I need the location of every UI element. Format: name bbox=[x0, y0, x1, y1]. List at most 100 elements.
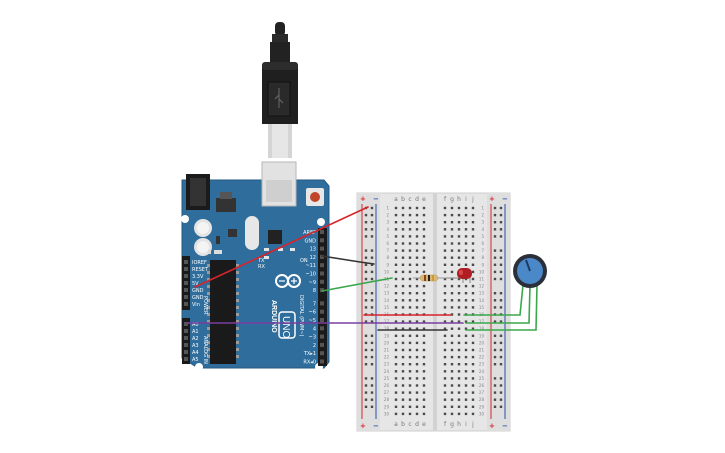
rail-hole[interactable] bbox=[499, 398, 503, 401]
power-pin-hole[interactable] bbox=[184, 288, 188, 292]
breadboard-hole[interactable] bbox=[415, 242, 419, 245]
breadboard-hole[interactable] bbox=[408, 391, 412, 394]
breadboard-hole[interactable] bbox=[464, 249, 468, 252]
breadboard-hole[interactable] bbox=[422, 341, 426, 345]
analog-pin-hole[interactable] bbox=[184, 343, 188, 347]
breadboard-hole[interactable] bbox=[457, 327, 461, 330]
breadboard-hole[interactable] bbox=[401, 398, 405, 401]
breadboard-hole[interactable] bbox=[422, 235, 426, 238]
breadboard-hole[interactable] bbox=[457, 263, 461, 266]
digital-pin-hole[interactable] bbox=[320, 271, 324, 276]
rail-hole[interactable] bbox=[370, 384, 374, 387]
breadboard-hole[interactable] bbox=[394, 206, 398, 210]
breadboard-hole[interactable] bbox=[443, 228, 447, 231]
breadboard-hole[interactable] bbox=[422, 384, 426, 387]
breadboard-hole[interactable] bbox=[408, 341, 412, 345]
breadboard-hole[interactable] bbox=[443, 270, 447, 274]
breadboard-hole[interactable] bbox=[422, 405, 426, 408]
breadboard-hole[interactable] bbox=[401, 242, 405, 245]
breadboard-hole[interactable] bbox=[471, 320, 475, 323]
rail-hole[interactable] bbox=[364, 355, 368, 359]
rail-hole[interactable] bbox=[499, 355, 503, 359]
rail-hole[interactable] bbox=[493, 355, 497, 359]
rail-hole[interactable] bbox=[499, 341, 503, 345]
breadboard-hole[interactable] bbox=[415, 398, 419, 401]
breadboard-hole[interactable] bbox=[457, 405, 461, 408]
breadboard-hole[interactable] bbox=[422, 412, 426, 416]
digital-pin-hole[interactable] bbox=[320, 326, 324, 331]
breadboard-hole[interactable] bbox=[457, 228, 461, 231]
breadboard-hole[interactable] bbox=[401, 299, 405, 302]
breadboard-hole[interactable] bbox=[471, 277, 475, 281]
breadboard-hole[interactable] bbox=[443, 370, 447, 373]
rail-hole[interactable] bbox=[364, 377, 368, 380]
rail-hole[interactable] bbox=[370, 306, 374, 309]
breadboard-hole[interactable] bbox=[401, 348, 405, 352]
rail-hole[interactable] bbox=[370, 363, 374, 366]
breadboard-hole[interactable] bbox=[422, 398, 426, 401]
breadboard-hole[interactable] bbox=[471, 412, 475, 416]
breadboard-hole[interactable] bbox=[443, 242, 447, 245]
breadboard-hole[interactable] bbox=[394, 348, 398, 352]
breadboard-hole[interactable] bbox=[408, 320, 412, 323]
breadboard-hole[interactable] bbox=[464, 292, 468, 295]
breadboard-hole[interactable] bbox=[471, 398, 475, 401]
rail-hole[interactable] bbox=[499, 391, 503, 394]
breadboard-hole[interactable] bbox=[422, 228, 426, 231]
breadboard-hole[interactable] bbox=[408, 249, 412, 252]
breadboard-hole[interactable] bbox=[408, 370, 412, 373]
breadboard-hole[interactable] bbox=[464, 235, 468, 238]
breadboard-hole[interactable] bbox=[443, 235, 447, 238]
breadboard-hole[interactable] bbox=[408, 306, 412, 309]
breadboard-hole[interactable] bbox=[408, 213, 412, 217]
breadboard-hole[interactable] bbox=[471, 334, 475, 337]
breadboard-hole[interactable] bbox=[443, 405, 447, 408]
rail-hole[interactable] bbox=[493, 334, 497, 337]
analog-pin-hole[interactable] bbox=[184, 336, 188, 340]
breadboard-hole[interactable] bbox=[450, 292, 454, 295]
breadboard-hole[interactable] bbox=[415, 412, 419, 416]
breadboard-hole[interactable] bbox=[457, 284, 461, 288]
breadboard-hole[interactable] bbox=[464, 348, 468, 352]
breadboard-hole[interactable] bbox=[450, 270, 454, 274]
breadboard-hole[interactable] bbox=[450, 206, 454, 210]
analog-pin-hole[interactable] bbox=[184, 329, 188, 333]
breadboard-hole[interactable] bbox=[408, 412, 412, 416]
breadboard-hole[interactable] bbox=[401, 412, 405, 416]
digital-pin-hole[interactable] bbox=[320, 279, 324, 284]
breadboard-hole[interactable] bbox=[450, 341, 454, 345]
breadboard-hole[interactable] bbox=[450, 228, 454, 231]
rail-hole[interactable] bbox=[499, 306, 503, 309]
digital-pin-hole[interactable] bbox=[320, 301, 324, 306]
rail-hole[interactable] bbox=[364, 363, 368, 366]
power-pin-hole[interactable] bbox=[184, 260, 188, 264]
resistor[interactable] bbox=[413, 274, 446, 282]
rail-hole[interactable] bbox=[364, 306, 368, 309]
rail-hole[interactable] bbox=[499, 270, 503, 274]
rail-hole[interactable] bbox=[493, 213, 497, 217]
breadboard-hole[interactable] bbox=[408, 277, 412, 281]
breadboard-hole[interactable] bbox=[394, 221, 398, 224]
rail-hole[interactable] bbox=[364, 221, 368, 224]
digital-pin-hole[interactable] bbox=[320, 342, 324, 347]
breadboard-hole[interactable] bbox=[408, 355, 412, 359]
breadboard-hole[interactable] bbox=[457, 292, 461, 295]
rail-hole[interactable] bbox=[364, 391, 368, 394]
breadboard-hole[interactable] bbox=[394, 363, 398, 366]
breadboard-hole[interactable] bbox=[450, 320, 454, 323]
breadboard-hole[interactable] bbox=[415, 235, 419, 238]
breadboard-hole[interactable] bbox=[450, 398, 454, 401]
rail-hole[interactable] bbox=[370, 355, 374, 359]
breadboard-hole[interactable] bbox=[415, 263, 419, 266]
digital-pin-hole[interactable] bbox=[320, 246, 324, 251]
breadboard-hole[interactable] bbox=[471, 370, 475, 373]
breadboard-hole[interactable] bbox=[422, 363, 426, 366]
digital-pin-hole[interactable] bbox=[320, 318, 324, 322]
rail-hole[interactable] bbox=[499, 384, 503, 387]
breadboard-hole[interactable] bbox=[415, 284, 419, 288]
power-pin-hole[interactable] bbox=[184, 295, 188, 299]
breadboard-hole[interactable] bbox=[464, 341, 468, 345]
breadboard-hole[interactable] bbox=[394, 306, 398, 309]
breadboard-hole[interactable] bbox=[464, 228, 468, 231]
